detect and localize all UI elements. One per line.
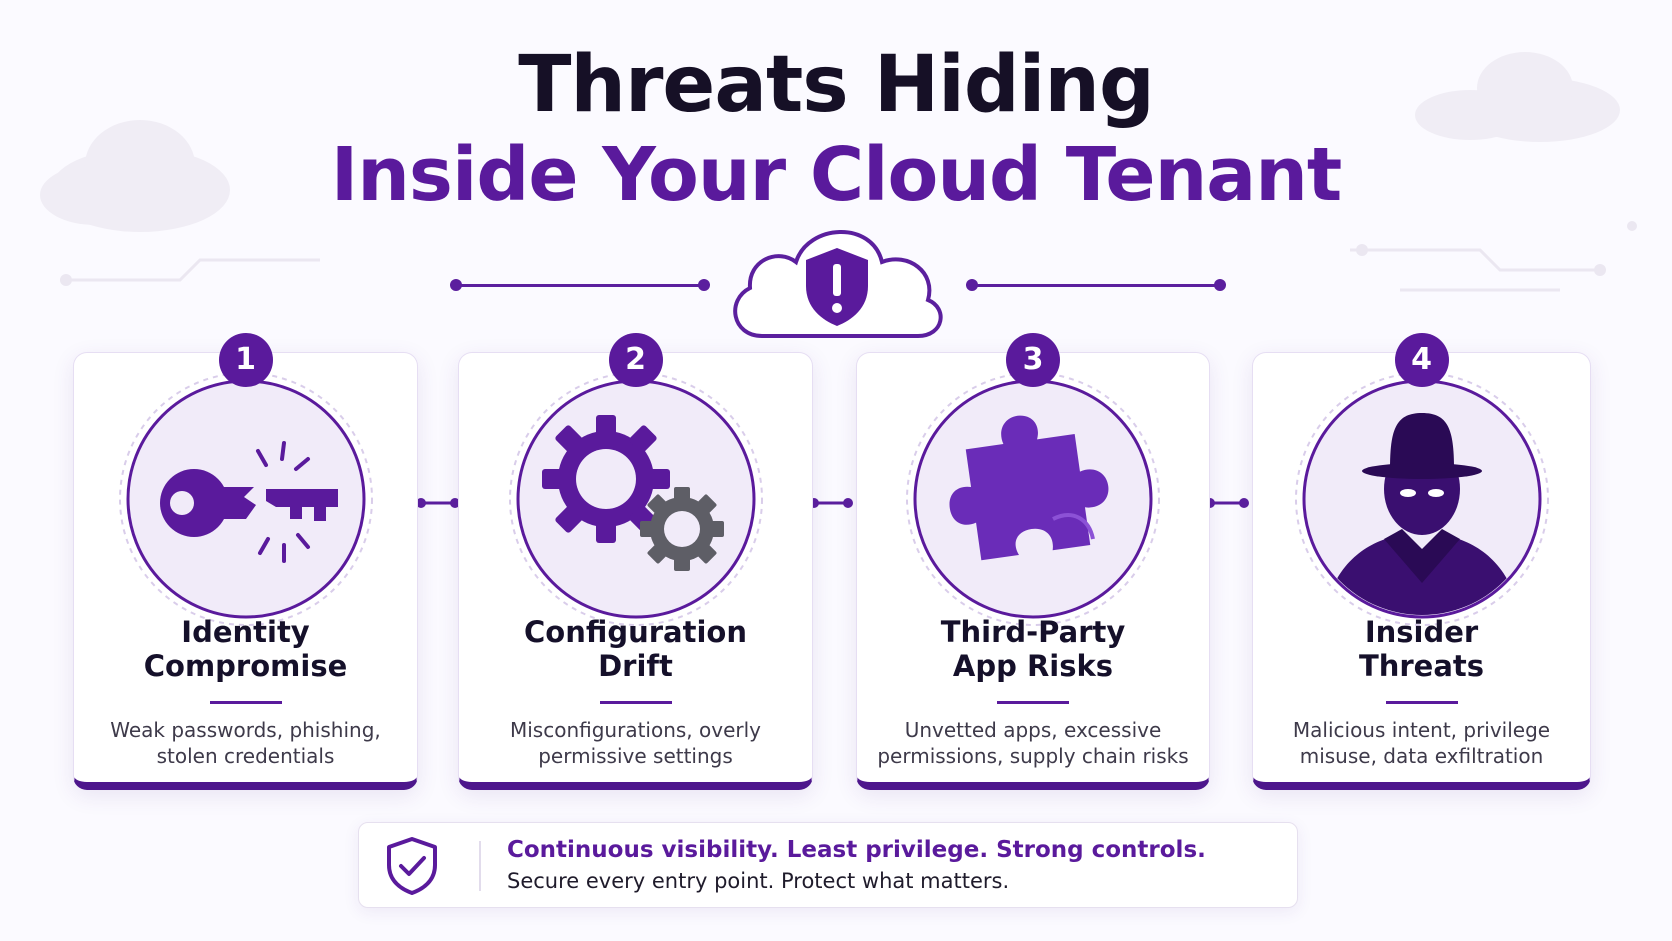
card-title: Insider Threats: [1358, 615, 1485, 683]
title-underline: [997, 701, 1069, 704]
step-number-badge: 4: [1394, 333, 1449, 387]
title-underline: [209, 701, 282, 704]
puzzle-piece-icon: [906, 372, 1160, 626]
card-description: Weak passwords, phishing, stolen credent…: [110, 718, 381, 768]
header-line-left: [456, 284, 704, 287]
line-endpoint-right: [1214, 279, 1226, 291]
header-line-right: [972, 284, 1220, 287]
card-title: Configuration Drift: [524, 615, 747, 683]
shield-check-icon: [387, 837, 437, 895]
gears-icon: [508, 372, 763, 626]
step-number-badge: 2: [608, 333, 663, 387]
banner-subline: Secure every entry point. Protect what m…: [507, 869, 1010, 893]
step-number-badge: 3: [1006, 333, 1060, 387]
threat-card-identity: 1 Identity Compromise Weak passwords, ph…: [73, 333, 418, 790]
card-description: Unvetted apps, excessive permissions, su…: [877, 718, 1189, 768]
card-title: Identity Compromise: [143, 615, 348, 683]
card-description: Malicious intent, privilege misuse, data…: [1292, 718, 1551, 768]
connector-3-4: [1205, 498, 1249, 508]
broken-key-icon: [118, 372, 373, 626]
title-line-1: Threats Hiding: [518, 40, 1155, 130]
threat-card-configuration: 2 Configuration D: [458, 333, 813, 790]
summary-banner: Continuous visibility. Least privilege. …: [358, 822, 1298, 908]
card-description: Misconfigurations, overly permissive set…: [509, 718, 762, 768]
connector-2-3: [809, 498, 853, 508]
title-underline: [599, 701, 672, 704]
cloud-shield-alert-icon: [733, 230, 943, 338]
title-underline: [1385, 701, 1458, 704]
connector-1-2: [416, 498, 460, 508]
line-endpoint-mid-left: [698, 279, 710, 291]
banner-divider: [479, 841, 481, 891]
step-number-badge: 1: [218, 333, 273, 387]
title-line-2: Inside Your Cloud Tenant: [330, 132, 1343, 218]
threat-card-insider: 4 Insider Threats Malicious intent, priv…: [1252, 333, 1591, 790]
banner-headline: Continuous visibility. Least privilege. …: [507, 837, 1206, 863]
hooded-figure-icon: [1294, 372, 1549, 626]
card-title: Third-Party App Risks: [940, 615, 1126, 683]
threat-card-third-party: 3 Third-Party App Risks Unvetted apps, e…: [856, 333, 1210, 790]
